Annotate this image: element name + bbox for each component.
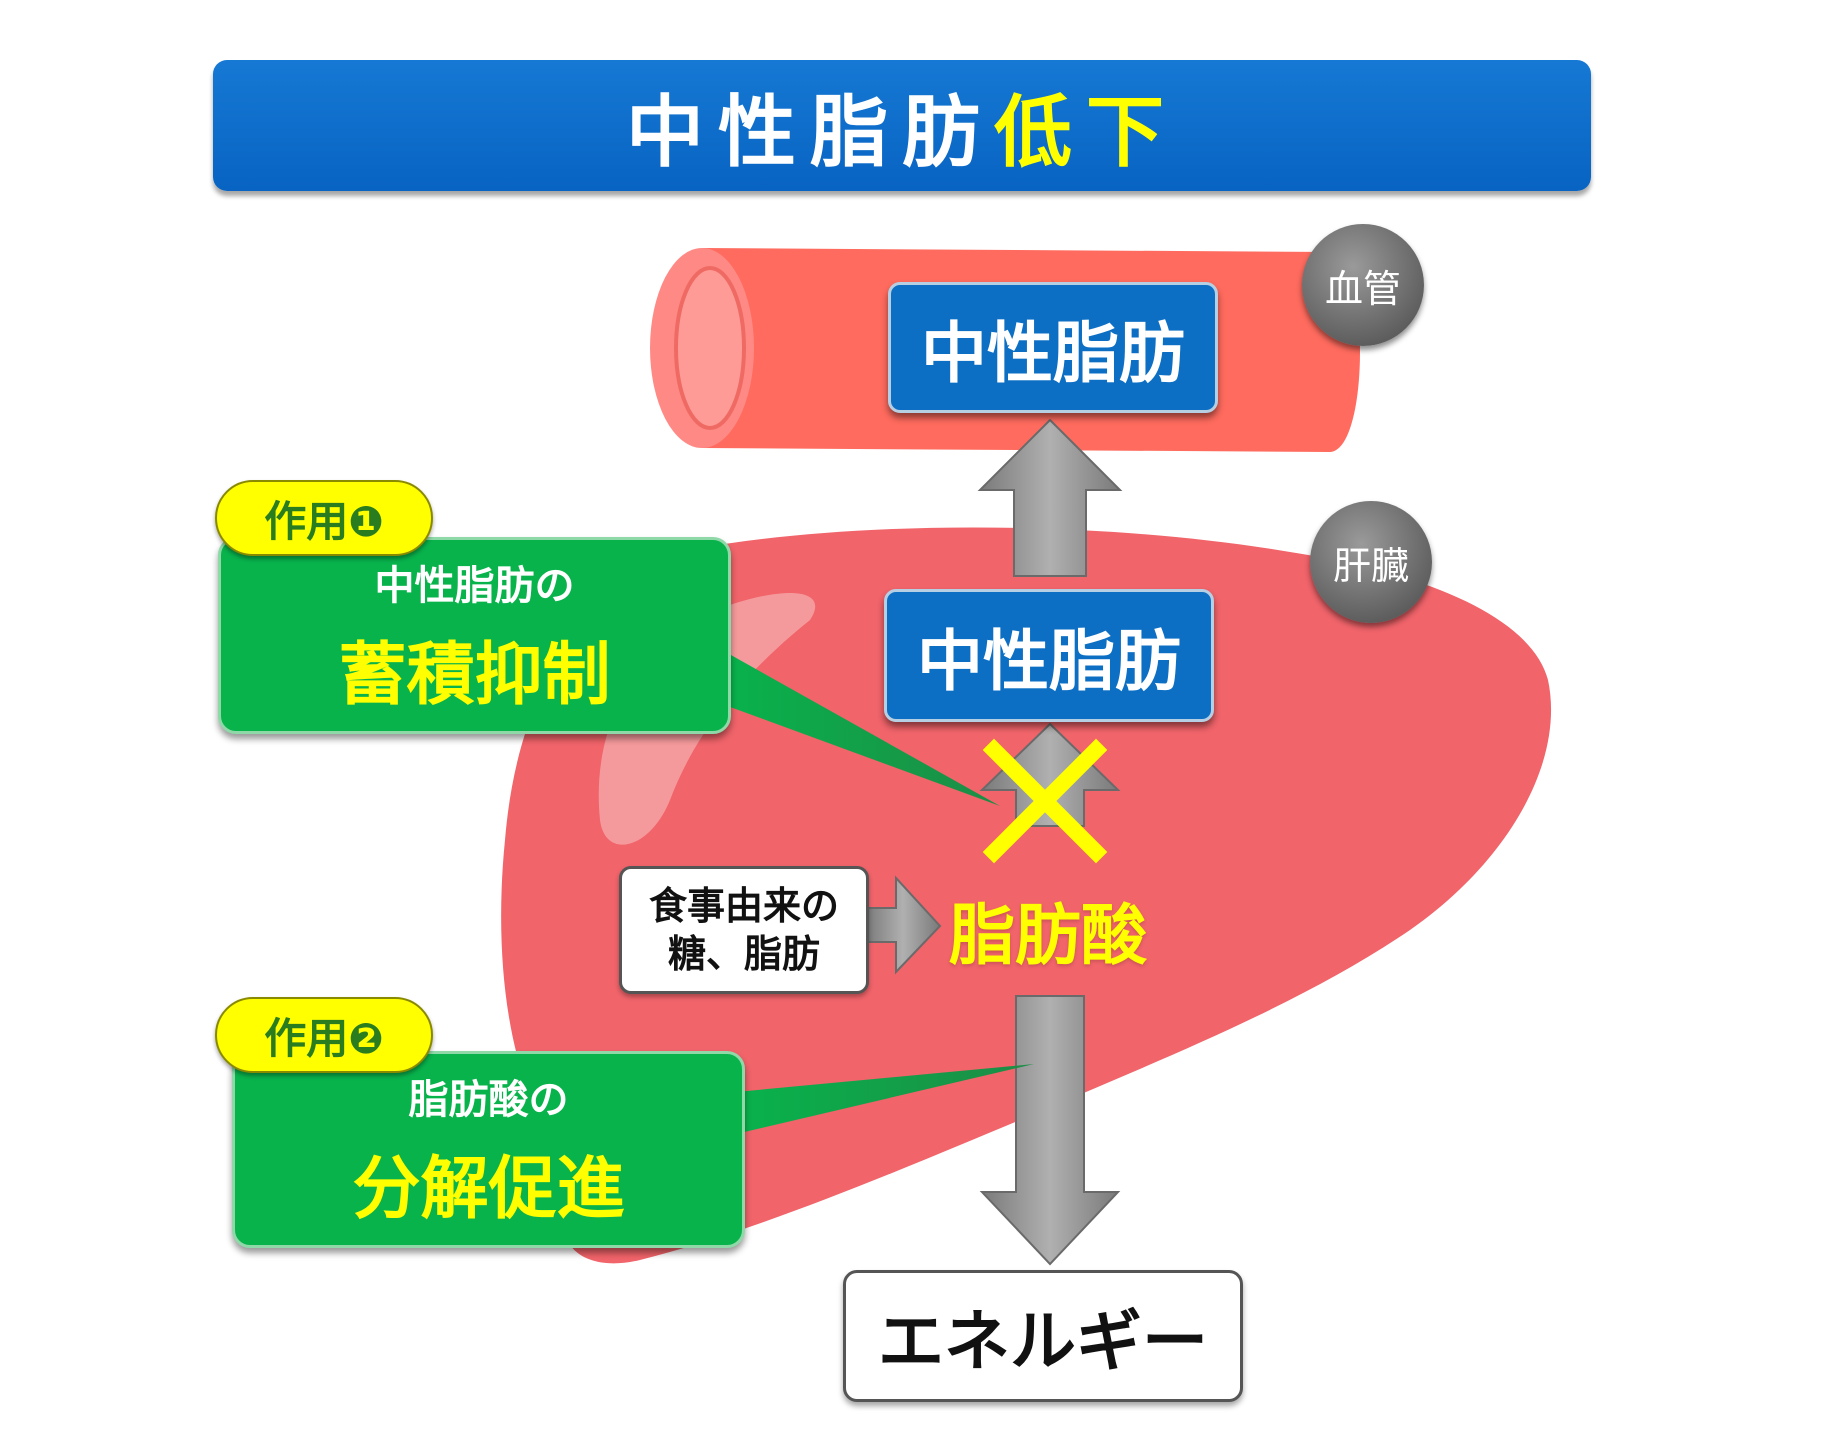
arrow-down-to-energy	[979, 995, 1121, 1266]
liver-triglyceride-box: 中性脂肪	[884, 589, 1214, 722]
dietary-source-line2: 糖、脂肪	[667, 932, 820, 976]
fatty-acid-label: 脂肪酸	[949, 897, 1147, 974]
title-main: 中性脂肪	[625, 87, 994, 178]
effect-1-box: 中性脂肪の 蓄積抑制	[218, 537, 731, 734]
liver-label: 肝臓	[1310, 501, 1432, 623]
arrow-up-blocked	[979, 722, 1121, 827]
effect-1-tag: 作用❶	[215, 480, 433, 556]
effect-2-tag: 作用❷	[215, 997, 433, 1073]
arrow-up-to-vessel	[977, 418, 1123, 577]
title-banner: 中性脂肪低下	[213, 60, 1591, 191]
effect-2-main: 分解促進	[352, 1150, 625, 1229]
effect-2-subtitle: 脂肪酸の	[408, 1077, 569, 1123]
block-cross	[982, 738, 1108, 864]
vessel-triglyceride-box: 中性脂肪	[888, 282, 1218, 413]
effect-2-pointer	[736, 1064, 1034, 1134]
arrow-right-to-fatty-acid	[865, 875, 942, 975]
effect-2-box: 脂肪酸の 分解促進	[232, 1051, 745, 1248]
dietary-source-line1: 食事由来の	[648, 884, 839, 928]
effect-1-main: 蓄積抑制	[338, 636, 611, 715]
effect-1-subtitle: 中性脂肪の	[374, 563, 575, 609]
vessel-opening-inner	[674, 266, 746, 430]
title-highlight: 低下	[994, 87, 1179, 178]
vessel-label: 血管	[1302, 224, 1424, 346]
effect-1-pointer	[722, 650, 1000, 806]
energy-box: エネルギー	[843, 1270, 1243, 1402]
dietary-source-box: 食事由来の 糖、脂肪	[619, 866, 869, 994]
